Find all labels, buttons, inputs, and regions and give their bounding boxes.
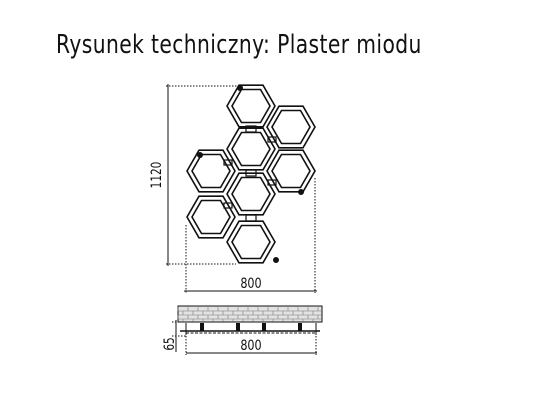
wall-section xyxy=(177,305,323,323)
hexagon-outer xyxy=(226,127,276,171)
hexagon-inner xyxy=(191,199,231,235)
height-dimension-label: 1120 xyxy=(149,162,165,189)
hexagon-inner xyxy=(191,153,231,189)
width-dimension-label: 800 xyxy=(240,275,261,292)
height-dimension xyxy=(166,84,243,266)
drawing-title: Rysunek techniczny: Plaster miodu xyxy=(56,30,422,60)
hexagon-inner xyxy=(231,88,271,124)
hexagon-cluster xyxy=(186,84,316,264)
hexagon-inner xyxy=(271,109,311,145)
hexagon-inner xyxy=(231,224,271,260)
connector-bars xyxy=(223,125,277,222)
hexagon-outer xyxy=(226,220,276,264)
hexagon-outer xyxy=(186,195,236,239)
side-brackets xyxy=(200,323,302,331)
hexagon-outer xyxy=(226,84,276,128)
depth-dimension xyxy=(172,320,186,352)
side-width-dimension xyxy=(185,336,317,355)
mounting-points xyxy=(197,85,304,263)
hexagon-outer xyxy=(266,105,316,149)
hexagon-inner xyxy=(231,131,271,167)
hexagon-outer xyxy=(186,149,236,193)
hexagon-inner xyxy=(231,176,271,212)
width-dimension xyxy=(184,178,317,293)
hexagon-inner xyxy=(271,153,311,189)
side-width-dimension-label: 800 xyxy=(240,337,261,354)
depth-dimension-label: 65 xyxy=(162,337,178,350)
hexagon-outer xyxy=(226,172,276,216)
